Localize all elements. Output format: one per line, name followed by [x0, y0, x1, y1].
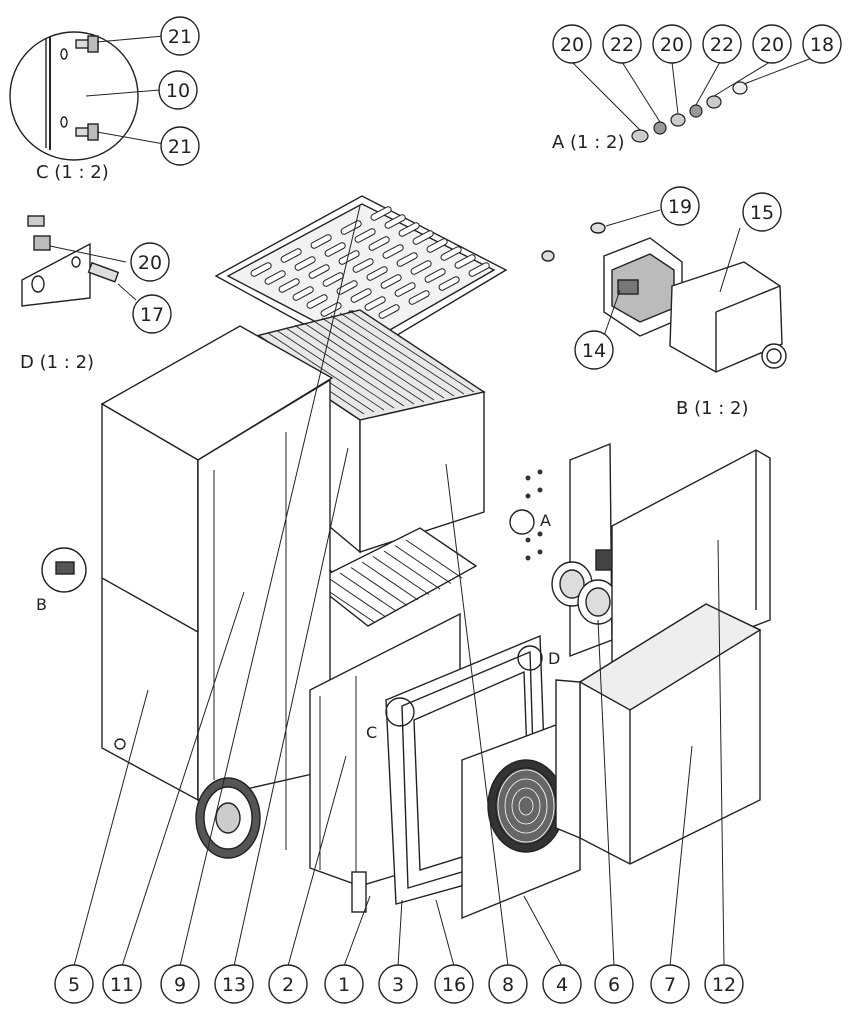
balloon-m7: 7: [650, 964, 690, 1004]
callout-d-letter: D: [548, 649, 560, 668]
balloon-label: 15: [750, 202, 774, 224]
balloon-label: 10: [166, 80, 190, 102]
balloon-m16: 16: [434, 964, 474, 1004]
balloon-m12: 12: [704, 964, 744, 1004]
balloon-b15: 15: [742, 192, 782, 232]
detail-c-label: C (1 : 2): [36, 162, 109, 183]
balloon-label: 20: [138, 252, 162, 274]
balloon-d17: 17: [132, 294, 172, 334]
wheel: [195, 777, 261, 859]
balloon-label: 13: [222, 974, 246, 996]
balloon-a20b: 20: [652, 24, 692, 64]
bolt-icon: [75, 35, 99, 53]
detail-b-view: B (1 : 2): [541, 209, 787, 419]
balloon-label: 7: [664, 974, 676, 996]
balloon-m3: 3: [378, 964, 418, 1004]
detail-c-view: C (1 : 2): [9, 31, 165, 183]
balloon-m8: 8: [488, 964, 528, 1004]
balloon-m6: 6: [594, 964, 634, 1004]
balloon-a22a: 22: [602, 24, 642, 64]
callout-c-letter: C: [366, 723, 377, 742]
balloon-a20c: 20: [752, 24, 792, 64]
balloon-m9: 9: [160, 964, 200, 1004]
balloon-label: 8: [502, 974, 514, 996]
balloon-label: 20: [660, 34, 684, 56]
detail-callout-markers: B A C D: [36, 509, 560, 742]
balloon-label: 6: [608, 974, 620, 996]
main-frame: [100, 325, 461, 913]
balloon-a22b: 22: [702, 24, 742, 64]
side-panel-7: [555, 603, 762, 865]
balloon-label: 2: [282, 974, 294, 996]
screw-cluster: [525, 469, 543, 561]
control-panel: [551, 442, 619, 658]
balloon-label: 4: [556, 974, 568, 996]
balloon-label: 3: [392, 974, 404, 996]
balloon-label: 18: [810, 34, 834, 56]
balloon-m11: 11: [102, 964, 142, 1004]
main-assembly: [100, 195, 771, 920]
balloon-label: 17: [140, 304, 164, 326]
callout-b-letter: B: [36, 595, 47, 614]
balloon-a20a: 20: [552, 24, 592, 64]
balloon-label: 22: [610, 34, 634, 56]
balloon-m5: 5: [54, 964, 94, 1004]
balloon-label: 20: [760, 34, 784, 56]
balloon-c21b: 21: [160, 126, 200, 166]
balloon-a18: 18: [802, 24, 842, 64]
balloon-m1: 1: [324, 964, 364, 1004]
balloon-m13: 13: [214, 964, 254, 1004]
balloon-label: 21: [168, 26, 192, 48]
detail-a-label: A (1 : 2): [552, 132, 625, 153]
leader-lines: [73, 205, 725, 967]
balloon-m2: 2: [268, 964, 308, 1004]
balloon-b19: 19: [660, 186, 700, 226]
detail-d-view: D (1 : 2): [20, 215, 137, 373]
balloon-label: 5: [68, 974, 80, 996]
balloon-m4: 4: [542, 964, 582, 1004]
balloon-label: 20: [560, 34, 584, 56]
balloon-label: 22: [710, 34, 734, 56]
balloon-label: 1: [338, 974, 350, 996]
callout-a-letter: A: [540, 511, 551, 530]
balloon-label: 14: [582, 340, 606, 362]
balloon-label: 12: [712, 974, 736, 996]
detail-d-label: D (1 : 2): [20, 352, 94, 373]
fan-plate: [461, 714, 581, 920]
balloon-label: 16: [442, 974, 466, 996]
balloon-label: 19: [668, 196, 692, 218]
balloon-b14: 14: [574, 330, 614, 370]
balloon-label: 9: [174, 974, 186, 996]
balloon-label: 21: [168, 136, 192, 158]
detail-b-label: B (1 : 2): [676, 398, 749, 419]
balloon-d20: 20: [130, 242, 170, 282]
balloon-c10: 10: [158, 70, 198, 110]
balloon-c21a: 21: [160, 16, 200, 56]
rack: [310, 527, 478, 627]
detail-a-view: A (1 : 2): [552, 57, 813, 153]
balloon-label: 11: [110, 974, 134, 996]
